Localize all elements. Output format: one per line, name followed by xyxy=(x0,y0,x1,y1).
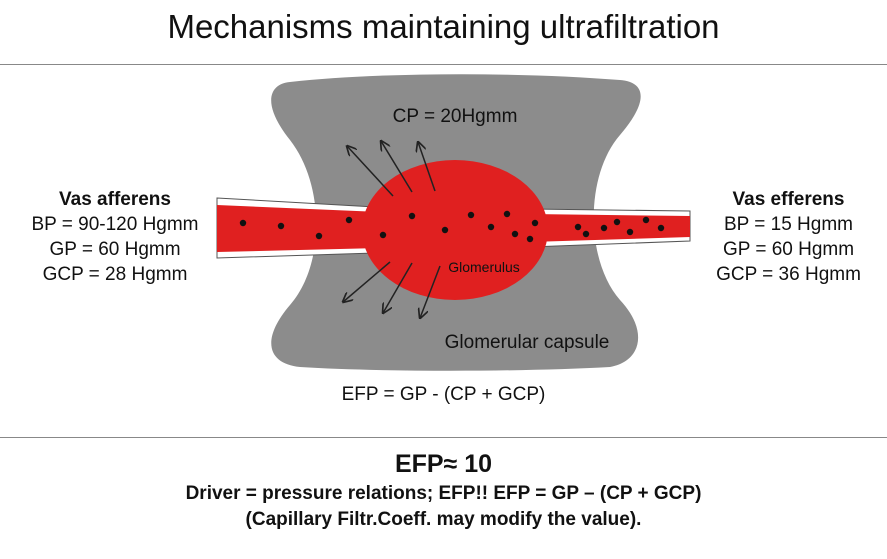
glomerulus-label: Glomerulus xyxy=(448,259,520,275)
efp-formula: EFP = GP - (CP + GCP) xyxy=(341,384,546,405)
vas-efferens-blood xyxy=(530,214,690,242)
bottom-divider xyxy=(0,437,887,438)
vas-efferens-heading: Vas efferens xyxy=(732,189,845,210)
page-title: Mechanisms maintaining ultrafiltration xyxy=(167,8,720,45)
vas-afferens-panel: Vas afferens BP = 90-120 Hgmm GP = 60 Hg… xyxy=(0,187,230,287)
capsule-label: Glomerular capsule xyxy=(445,332,610,353)
glomerulus-shape xyxy=(362,160,548,300)
vas-afferens-heading: Vas afferens xyxy=(59,189,171,210)
vas-afferens-blood xyxy=(217,205,380,252)
vas-efferens-gp: GP = 60 Hgmm xyxy=(722,239,855,260)
driver-line: Driver = pressure relations; EFP!! EFP =… xyxy=(185,483,702,504)
blood-cells xyxy=(239,210,665,243)
coeff-line: (Capillary Filtr.Coeff. may modify the v… xyxy=(245,509,642,530)
vas-efferens-panel: Vas efferens BP = 15 Hgmm GP = 60 Hgmm G… xyxy=(690,187,887,287)
top-divider xyxy=(0,64,887,65)
efp-value: EFP≈ 10 xyxy=(394,450,493,478)
footer-summary: EFP≈ 10 Driver = pressure relations; EFP… xyxy=(0,447,887,533)
vas-afferens-gcp: GCP = 28 Hgmm xyxy=(42,264,188,285)
cp-label: CP = 20Hgmm xyxy=(393,106,518,127)
vas-efferens-bp: BP = 15 Hgmm xyxy=(723,214,853,235)
vas-afferens-bp: BP = 90-120 Hgmm xyxy=(31,214,199,235)
vas-efferens-gcp: GCP = 36 Hgmm xyxy=(716,264,861,285)
filtration-arrows xyxy=(343,141,441,318)
vas-afferens-gp: GP = 60 Hgmm xyxy=(49,239,181,260)
